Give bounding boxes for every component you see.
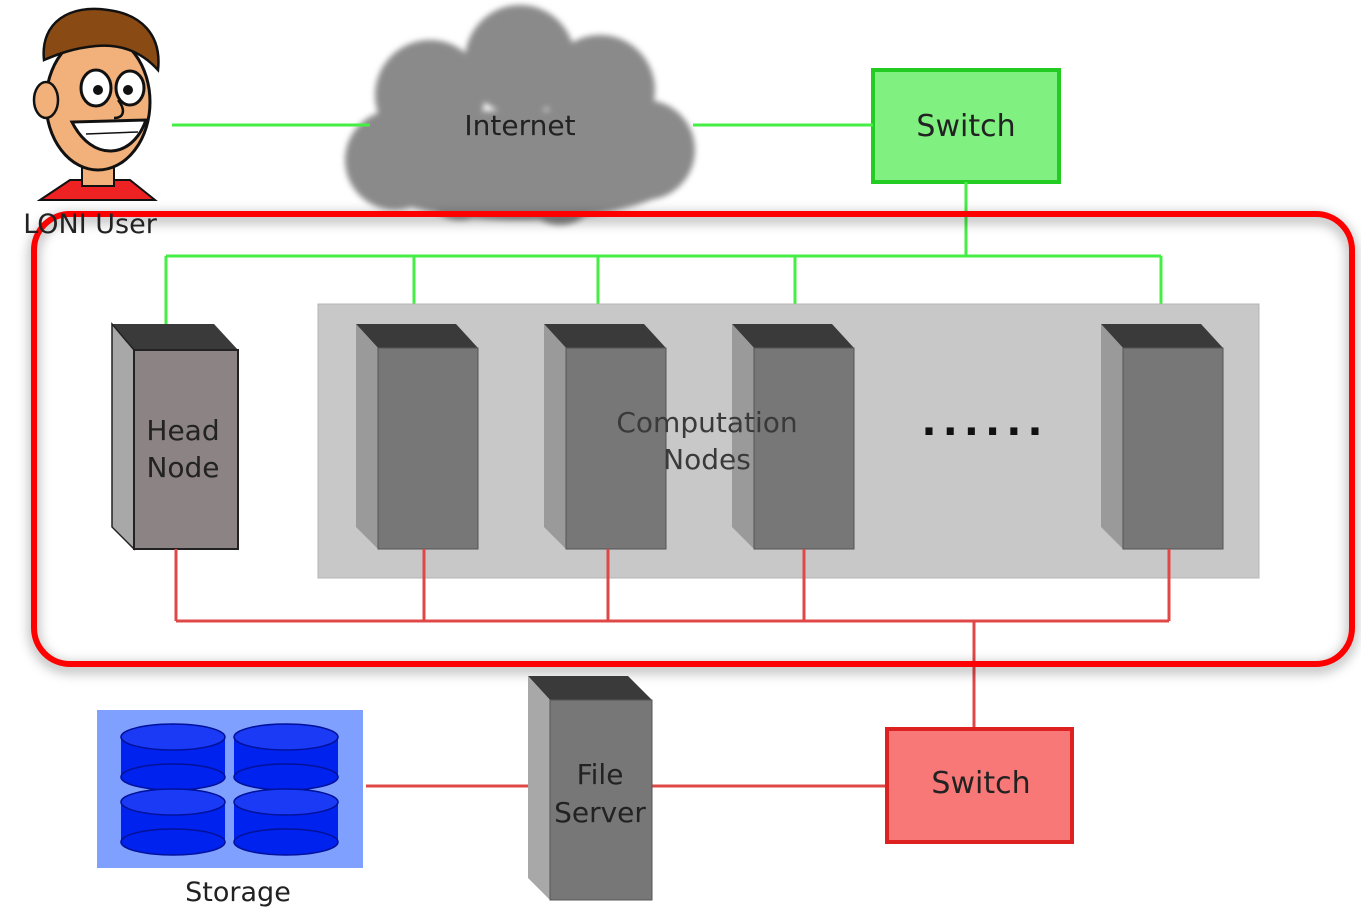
- file-server-label-line2: Server: [554, 796, 646, 829]
- user-label: LONI User: [23, 209, 158, 240]
- computation-nodes-label-line1: Computation: [616, 406, 797, 439]
- user-avatar-icon: [32, 7, 160, 201]
- storage-disk-icon: [233, 788, 339, 856]
- compute-node-2: [544, 324, 667, 550]
- head-node: Head Node: [111, 321, 239, 551]
- head-node-label-line2: Node: [146, 451, 219, 484]
- top-switch-label: Switch: [916, 109, 1015, 144]
- bottom-switch: Switch: [885, 727, 1074, 844]
- storage-disk-icon: [120, 723, 226, 791]
- computation-nodes-label-line2: Nodes: [663, 443, 751, 476]
- cluster-outline: [30, 211, 1356, 672]
- storage: Storage: [97, 710, 363, 908]
- compute-node-3: [732, 324, 855, 550]
- internet-cloud: Internet: [345, 5, 695, 225]
- bottom-switch-box: [885, 727, 1074, 844]
- file-server: File Server: [528, 676, 653, 901]
- head-node-label-line1: Head: [146, 414, 219, 447]
- storage-disk-icon: [120, 788, 226, 856]
- compute-node-4: [1101, 324, 1224, 550]
- top-switch: Switch: [871, 68, 1061, 184]
- red-network-links: [174, 549, 1171, 788]
- top-switch-box: [871, 68, 1061, 184]
- internet-label: Internet: [464, 109, 575, 142]
- storage-label: Storage: [185, 877, 291, 908]
- file-server-label-line1: File: [577, 758, 624, 791]
- bottom-switch-label: Switch: [931, 766, 1030, 801]
- more-nodes-ellipsis: ......: [921, 399, 1048, 445]
- storage-disk-icon: [233, 723, 339, 791]
- compute-node-1: [356, 324, 479, 550]
